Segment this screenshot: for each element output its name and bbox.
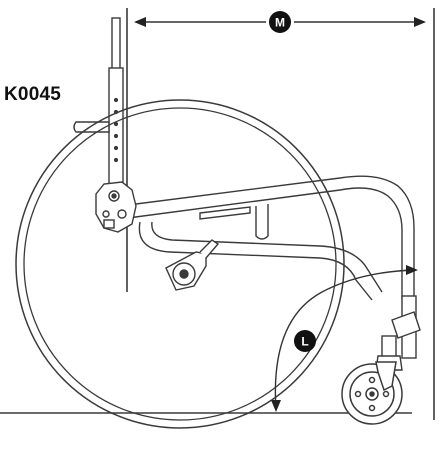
height-marker-badge: L <box>294 330 316 352</box>
push-handle <box>73 121 110 133</box>
part-code-label: K0045 <box>4 84 61 105</box>
side-frame <box>127 175 415 301</box>
height-dimension-arc <box>271 265 418 412</box>
front-caster-wheel <box>341 361 403 425</box>
wheel-lock <box>165 239 220 291</box>
height-marker-text: L <box>301 335 308 349</box>
backrest-post <box>108 17 124 219</box>
width-marker-text: M <box>275 16 285 30</box>
axle-plate <box>95 181 137 233</box>
width-dimension-arrow <box>134 17 426 27</box>
rear-wheel <box>15 99 345 429</box>
front-caster-fork <box>375 295 421 371</box>
width-marker-badge: M <box>269 11 291 33</box>
